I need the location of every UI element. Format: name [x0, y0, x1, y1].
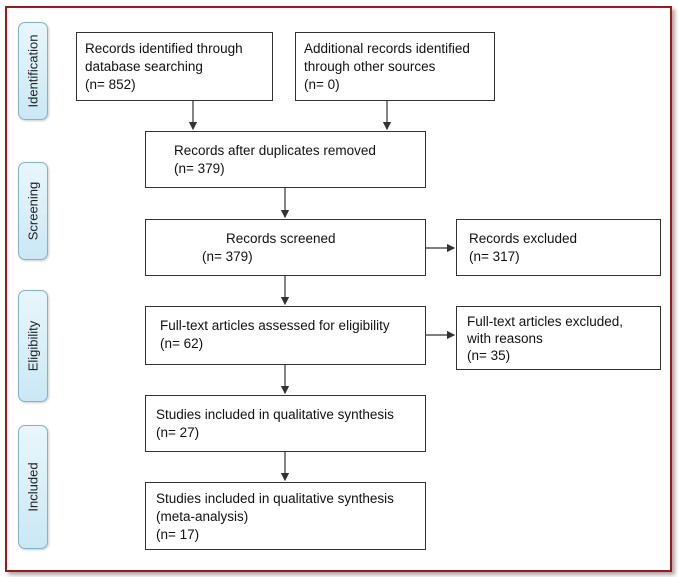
qualitative-count: (n= 27)	[156, 425, 200, 440]
screened-count: (n= 379)	[202, 249, 253, 264]
stage-identification: Identification	[18, 22, 48, 120]
box-after-duplicates: Records after duplicates removed (n= 379…	[145, 131, 426, 188]
db-search-count: (n= 852)	[85, 77, 136, 92]
quantitative-line1: Studies included in qualitative synthesi…	[156, 491, 394, 506]
excluded-count: (n= 317)	[469, 249, 520, 264]
other-sources-line1: Additional records identified	[304, 41, 470, 56]
other-sources-count: (n= 0)	[304, 77, 340, 92]
qualitative-line1: Studies included in qualitative synthesi…	[156, 407, 394, 422]
box-other-sources: Additional records identified through ot…	[295, 32, 495, 101]
fulltext-assessed-line1: Full-text articles assessed for eligibil…	[160, 318, 390, 333]
box-fulltext-assessed: Full-text articles assessed for eligibil…	[145, 306, 426, 365]
quantitative-line2: (meta-analysis)	[156, 509, 249, 524]
fulltext-assessed-count: (n= 62)	[160, 336, 204, 351]
fulltext-excluded-line1: Full-text articles excluded,	[467, 314, 624, 329]
box-quantitative-synthesis: Studies included in qualitative synthesi…	[145, 482, 426, 550]
fulltext-excluded-line2: with reasons	[467, 331, 543, 346]
stage-included: Included	[18, 425, 48, 549]
after-duplicates-count: (n= 379)	[174, 161, 225, 176]
db-search-line2: database searching	[85, 59, 203, 74]
stage-screening: Screening	[18, 162, 48, 260]
db-search-line1: Records identified through	[85, 41, 243, 56]
after-duplicates-line1: Records after duplicates removed	[174, 143, 376, 158]
other-sources-line2: through other sources	[304, 59, 436, 74]
quantitative-count: (n= 17)	[156, 527, 200, 542]
box-qualitative-synthesis: Studies included in qualitative synthesi…	[145, 395, 426, 452]
box-records-excluded: Records excluded (n= 317)	[456, 219, 661, 276]
excluded-line1: Records excluded	[469, 231, 578, 246]
box-fulltext-excluded: Full-text articles excluded, with reason…	[456, 306, 661, 370]
box-records-screened: Records screened (n= 379)	[145, 219, 426, 276]
screened-line1: Records screened	[226, 231, 336, 246]
fulltext-excluded-count: (n= 35)	[467, 348, 511, 363]
stage-eligibility: Eligibility	[18, 290, 48, 402]
box-database-search: Records identified through database sear…	[76, 32, 273, 101]
